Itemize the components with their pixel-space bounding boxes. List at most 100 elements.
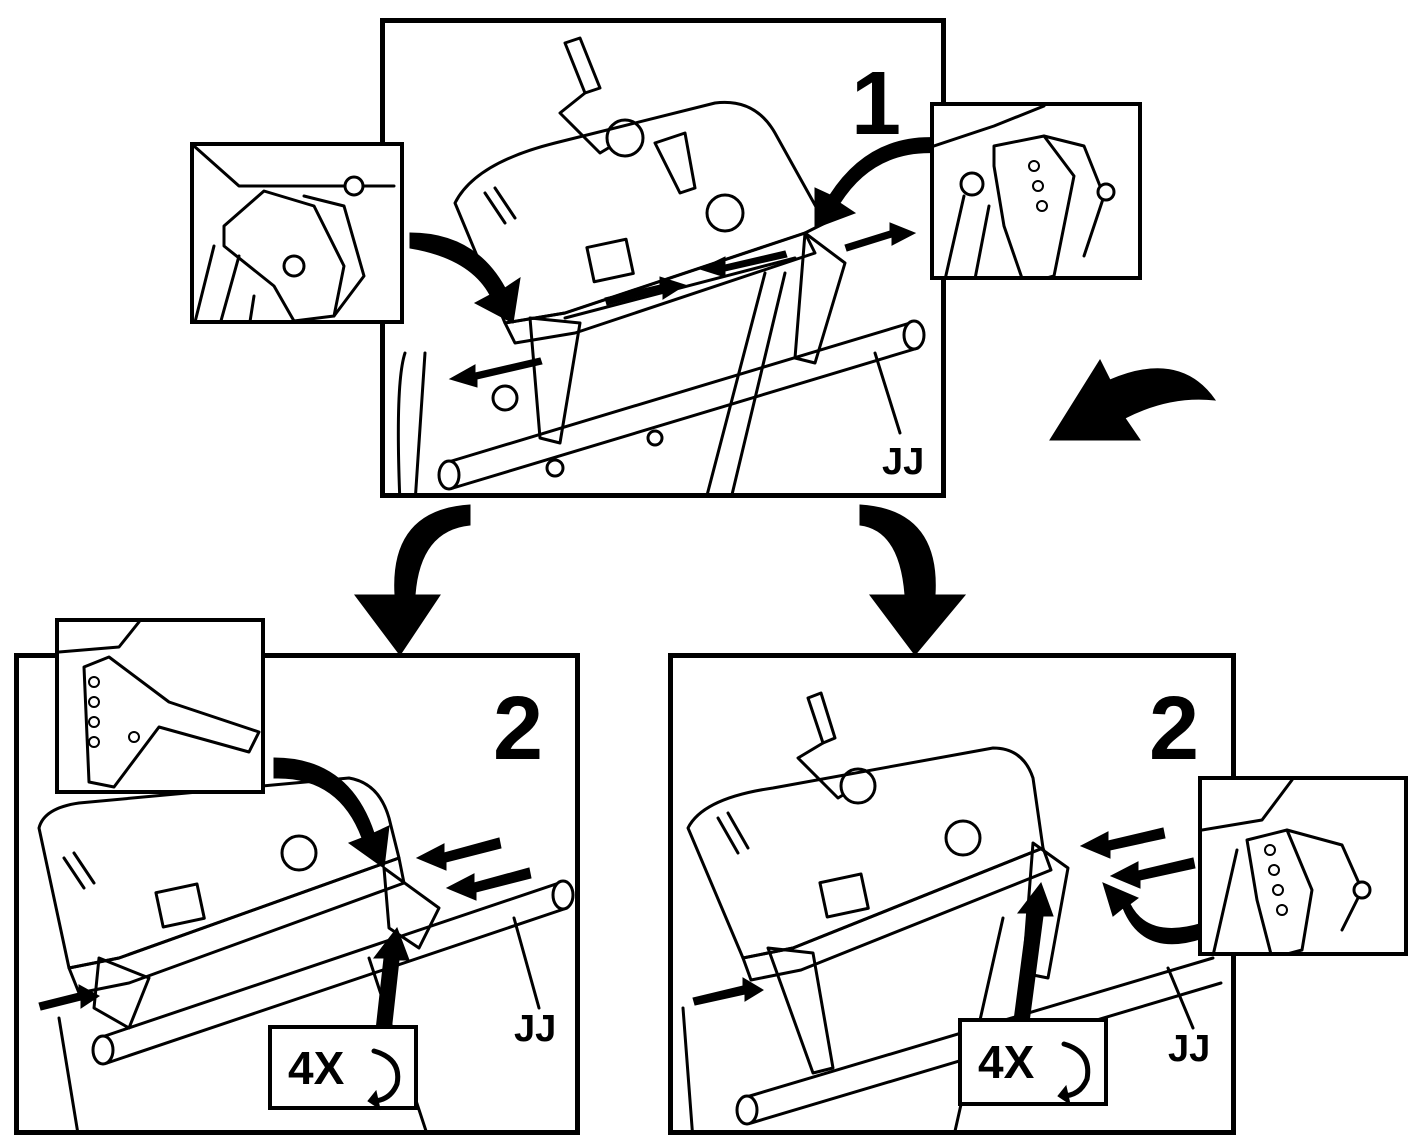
- hole: [128, 731, 140, 743]
- housing-edge: [934, 106, 1046, 148]
- crank-knob: [563, 36, 602, 95]
- arrow-pin-out: [844, 222, 917, 252]
- detail-inset-left: [190, 142, 404, 324]
- jj-leader-line: [873, 351, 902, 435]
- arrow-up: [1012, 881, 1054, 1031]
- shift-slot: [653, 131, 697, 195]
- nut: [545, 458, 565, 478]
- inset-drawing: [59, 622, 261, 789]
- frame-lines: [944, 194, 991, 276]
- bracket-plate: [1245, 828, 1314, 952]
- hole: [88, 736, 100, 748]
- lever: [716, 811, 750, 855]
- hole: [1272, 884, 1284, 896]
- arrow-push-1: [1079, 827, 1166, 859]
- panel-button: [944, 819, 982, 857]
- hole: [1028, 160, 1040, 172]
- arrow-pin-left: [448, 357, 543, 388]
- bracket-rear: [1285, 828, 1364, 932]
- arrow-push-2: [1109, 857, 1196, 889]
- step-1-drawing: [396, 36, 941, 493]
- panel-button: [705, 193, 745, 233]
- clockwise-arrowhead: [367, 1089, 381, 1111]
- hole: [1036, 200, 1048, 212]
- frame-right: [706, 271, 787, 493]
- step-2-right-drawing: [681, 691, 1223, 1130]
- bracket-left: [92, 956, 151, 1030]
- detail-inset-right: [930, 102, 1142, 280]
- clockwise-icon: [367, 1048, 401, 1111]
- bar-end-right: [902, 319, 926, 351]
- control-panel: [37, 776, 401, 970]
- bar-jj: [97, 881, 569, 1065]
- bar-end-left: [437, 459, 461, 491]
- jj-callout: JJ: [882, 441, 925, 483]
- hole: [1276, 904, 1288, 916]
- nut: [1352, 880, 1372, 900]
- detail-inset-left: [55, 618, 265, 794]
- clockwise-arrowhead: [1057, 1084, 1071, 1106]
- panel-edge: [503, 231, 817, 345]
- bracket-left: [766, 946, 835, 1075]
- nut: [1096, 182, 1116, 202]
- arrow-pin-right: [38, 984, 100, 1011]
- clockwise-arc: [1059, 1041, 1091, 1099]
- detail-inset-right: [1198, 776, 1408, 956]
- arrow-push-2: [445, 867, 532, 901]
- clockwise-icon: [1057, 1041, 1091, 1106]
- housing-edge: [1202, 780, 1294, 832]
- bracket-right: [793, 231, 847, 365]
- arrow-shaft-right: [604, 276, 687, 306]
- bolt: [343, 175, 365, 197]
- jj-callout: JJ: [1168, 1028, 1211, 1070]
- control-panel: [686, 746, 1045, 960]
- panel-window: [585, 237, 635, 284]
- hole: [88, 696, 100, 708]
- curved-arrow-rotate: [1049, 358, 1217, 441]
- frame-lines: [1212, 848, 1239, 952]
- panel-window: [154, 882, 206, 929]
- crank-hub: [839, 767, 877, 805]
- hole: [1268, 864, 1280, 876]
- jj-leader-line: [512, 916, 541, 1010]
- hole: [1032, 180, 1044, 192]
- hole: [1264, 844, 1276, 856]
- bracket-rear: [1042, 134, 1106, 258]
- inset-drawing: [1202, 780, 1372, 952]
- panel-window: [818, 872, 870, 919]
- bracket-rear: [302, 194, 366, 318]
- arrow-pin-right: [692, 977, 764, 1006]
- curved-arrow-inset: [1102, 882, 1204, 945]
- turn-count-box: 4X: [958, 1018, 1108, 1106]
- arrow-push-1: [415, 837, 502, 871]
- inset-drawing: [934, 106, 1116, 276]
- step-2-right-panel: 2 JJ: [668, 653, 1236, 1135]
- nut: [646, 429, 664, 447]
- bar-end-left: [91, 1034, 115, 1066]
- bar-end-left: [735, 1094, 759, 1126]
- panel-edge: [67, 856, 406, 995]
- nut: [491, 384, 519, 412]
- crank-knob: [806, 691, 837, 745]
- step-2-left-drawing: [37, 757, 575, 1130]
- arrow-to-right-panel: [859, 504, 967, 656]
- bar-jj: [443, 321, 920, 490]
- bracket-right: [382, 866, 441, 950]
- hole: [88, 716, 100, 728]
- housing-edge: [194, 146, 396, 188]
- turn-count-label: 4X: [978, 1036, 1035, 1088]
- step-number: 1: [850, 54, 901, 154]
- turn-count-box: 4X: [268, 1025, 418, 1111]
- frame-lines: [681, 916, 1005, 1130]
- lever: [483, 186, 517, 225]
- bracket-plate: [992, 134, 1076, 276]
- step-number: 2: [492, 679, 543, 779]
- curved-arrow-inset: [273, 757, 390, 869]
- arrow-shaft-left: [698, 250, 788, 278]
- bracket-plate: [222, 189, 346, 320]
- turn-count-label: 4X: [288, 1041, 345, 1094]
- bracket-left: [528, 316, 582, 445]
- panel-button: [280, 834, 318, 872]
- control-panel: [453, 100, 827, 325]
- lever: [62, 851, 96, 890]
